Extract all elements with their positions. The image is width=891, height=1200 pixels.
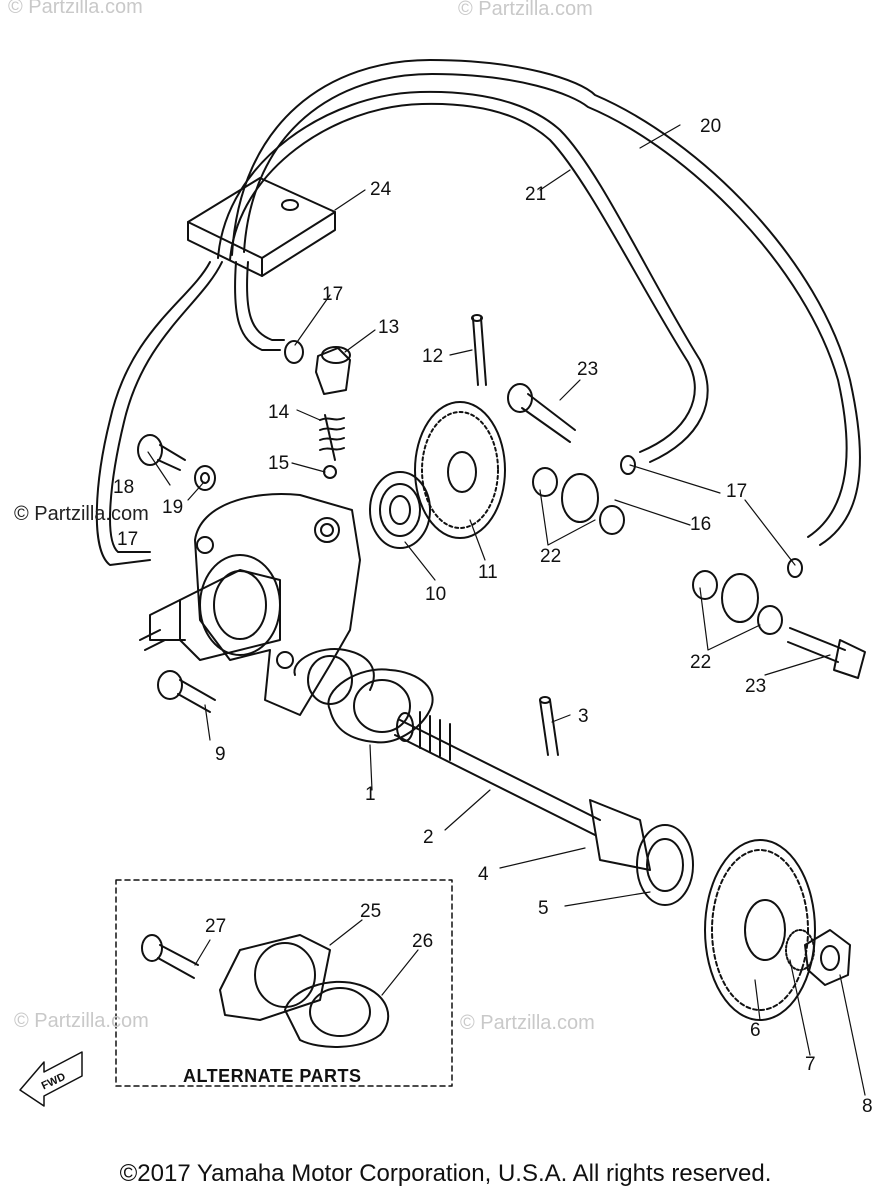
callout-20: 20 <box>700 116 721 137</box>
callout-23b: 23 <box>745 676 766 697</box>
callout-8: 8 <box>862 1096 873 1117</box>
callout-13: 13 <box>378 317 399 338</box>
banjo-fittings <box>284 340 351 479</box>
drive-gear-and-nut <box>704 839 851 1021</box>
callout-17a: 17 <box>322 284 343 305</box>
callout-19: 19 <box>162 497 183 518</box>
watermark: © Partzilla.com <box>8 0 143 18</box>
callout-24: 24 <box>370 179 392 200</box>
watermark: © Partzilla.com <box>460 1012 595 1034</box>
alternate-parts-box <box>115 879 453 1087</box>
callout-7: 7 <box>805 1054 816 1075</box>
callout-5: 5 <box>538 898 549 919</box>
callout-3: 3 <box>578 706 589 727</box>
alternate-parts-label: ALTERNATE PARTS <box>183 1066 362 1086</box>
right-side-fittings <box>507 383 866 679</box>
pump-shaft-assembly <box>394 696 694 906</box>
callout-14: 14 <box>268 402 290 423</box>
callout-4: 4 <box>478 864 489 885</box>
callout-10: 10 <box>425 584 446 605</box>
callout-21: 21 <box>525 184 546 205</box>
fwd-arrow-icon <box>19 1051 83 1107</box>
watermark: © Partzilla.com <box>14 503 149 525</box>
callout-17b: 17 <box>726 481 747 502</box>
callout-23a: 23 <box>577 359 598 380</box>
pin-and-driven-gear <box>414 314 506 539</box>
watermark: © Partzilla.com <box>458 0 593 20</box>
callout-6: 6 <box>750 1020 761 1041</box>
oil-hoses <box>95 59 861 566</box>
callout-17c: 17 <box>117 529 138 550</box>
callout-15: 15 <box>268 453 289 474</box>
callout-22b: 22 <box>690 652 711 673</box>
gasket <box>293 648 434 744</box>
callout-18: 18 <box>113 477 134 498</box>
callout-16: 16 <box>690 514 711 535</box>
watermark: © Partzilla.com <box>14 1010 149 1032</box>
callout-numbers: 1 2 3 4 5 6 7 8 9 10 11 12 13 14 15 16 1… <box>113 116 873 1117</box>
bearing <box>369 471 431 549</box>
oil-pump-body <box>139 493 361 716</box>
copyright-footer: ©2017 Yamaha Motor Corporation, U.S.A. A… <box>119 1160 772 1187</box>
mounting-bolts <box>137 434 216 713</box>
callout-12: 12 <box>422 346 443 367</box>
callout-1: 1 <box>365 784 376 805</box>
leader-lines <box>147 124 866 1096</box>
hose-clamp <box>187 177 336 277</box>
callout-22a: 22 <box>540 546 561 567</box>
callout-26: 26 <box>412 931 433 952</box>
callout-25: 25 <box>360 901 381 922</box>
fwd-label: FWD <box>40 1071 68 1092</box>
callout-11: 11 <box>478 562 498 583</box>
callout-9: 9 <box>215 744 226 765</box>
callout-27: 27 <box>205 916 226 937</box>
callout-2: 2 <box>423 827 434 848</box>
